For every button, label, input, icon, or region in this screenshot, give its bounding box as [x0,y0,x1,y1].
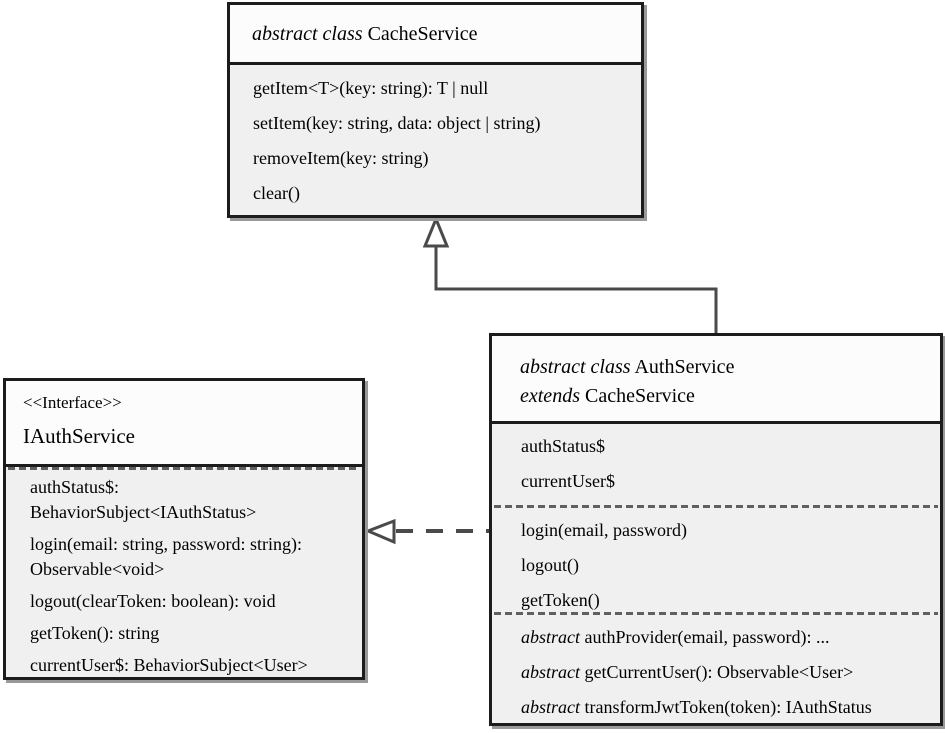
class-title-line1: abstract class AuthService [520,353,932,382]
interface-name: IAuthService [23,424,135,448]
interface-stereotype: <<Interface>> [23,393,122,412]
interface-box-iauthservice: <<Interface>> IAuthService authStatus$: … [3,378,365,680]
method-signature: getCurrentUser(): Observable<User> [584,662,854,682]
abstract-method-getcurrentuser: abstract getCurrentUser(): Observable<Us… [521,660,934,685]
method-clear: clear() [253,183,300,203]
method-removeitem: removeItem(key: string) [253,148,429,168]
member-login: login(email: string, password: string): … [30,534,302,579]
inheritance-triangle-icon [422,215,450,248]
interface-members-iauthservice: authStatus$: BehaviorSubject<IAuthStatus… [6,470,362,685]
abstract-method-transformjwttoken: abstract transformJwtToken(token): IAuth… [521,695,934,720]
method-getitem: getItem<T>(key: string): T | null [253,78,489,98]
section-separator [8,467,360,470]
interface-header-iauthservice: <<Interface>> IAuthService [6,381,362,467]
abstract-methods-section: abstract authProvider(email, password): … [492,615,940,730]
member-gettoken: getToken(): string [30,623,160,643]
abstract-method-authprovider: abstract authProvider(email, password): … [521,625,934,650]
class-name: CacheService [367,23,478,45]
section-separator [494,505,938,508]
member-authstatus: authStatus$: BehaviorSubject<IAuthStatus… [30,477,257,522]
abstract-keyword: abstract [521,627,581,647]
member-currentuser: currentUser$: BehaviorSubject<User> [30,655,308,675]
method-gettoken: getToken() [521,590,600,610]
properties-section: authStatus$ currentUser$ [492,424,940,505]
abstract-keyword: abstract [521,662,581,682]
methods-section: login(email, password) logout() getToken… [492,508,940,612]
property-authstatus: authStatus$ [521,436,605,456]
class-title: abstract class CacheService [252,20,633,49]
method-setitem: setItem(key: string, data: object | stri… [253,113,541,133]
class-box-authservice: abstract class AuthService extends Cache… [489,333,943,726]
method-logout: logout() [521,555,579,575]
section-separator [494,612,938,615]
member-logout: logout(clearToken: boolean): void [30,591,276,611]
abstract-keyword: abstract [521,697,581,717]
method-signature: transformJwtToken(token): IAuthStatus [584,697,872,717]
class-box-cacheservice: abstract class CacheService getItem<T>(k… [227,2,644,218]
inheritance-connector [422,215,718,333]
method-login: login(email, password) [521,520,687,540]
class-name: AuthService [634,356,735,378]
property-currentuser: currentUser$ [521,471,615,491]
realization-triangle-icon [363,518,396,545]
abstract-class-keyword: abstract class [252,23,363,45]
class-header-cacheservice: abstract class CacheService [230,5,641,65]
superclass-name: CacheService [584,385,695,407]
method-signature: authProvider(email, password): ... [584,627,830,647]
class-title-line2: extends CacheService [520,382,932,411]
abstract-class-keyword: abstract class [520,356,631,378]
class-members-cacheservice: getItem<T>(key: string): T | null setIte… [230,65,641,216]
class-header-authservice: abstract class AuthService extends Cache… [492,336,940,424]
extends-keyword: extends [520,385,580,407]
realization-connector [363,518,489,545]
